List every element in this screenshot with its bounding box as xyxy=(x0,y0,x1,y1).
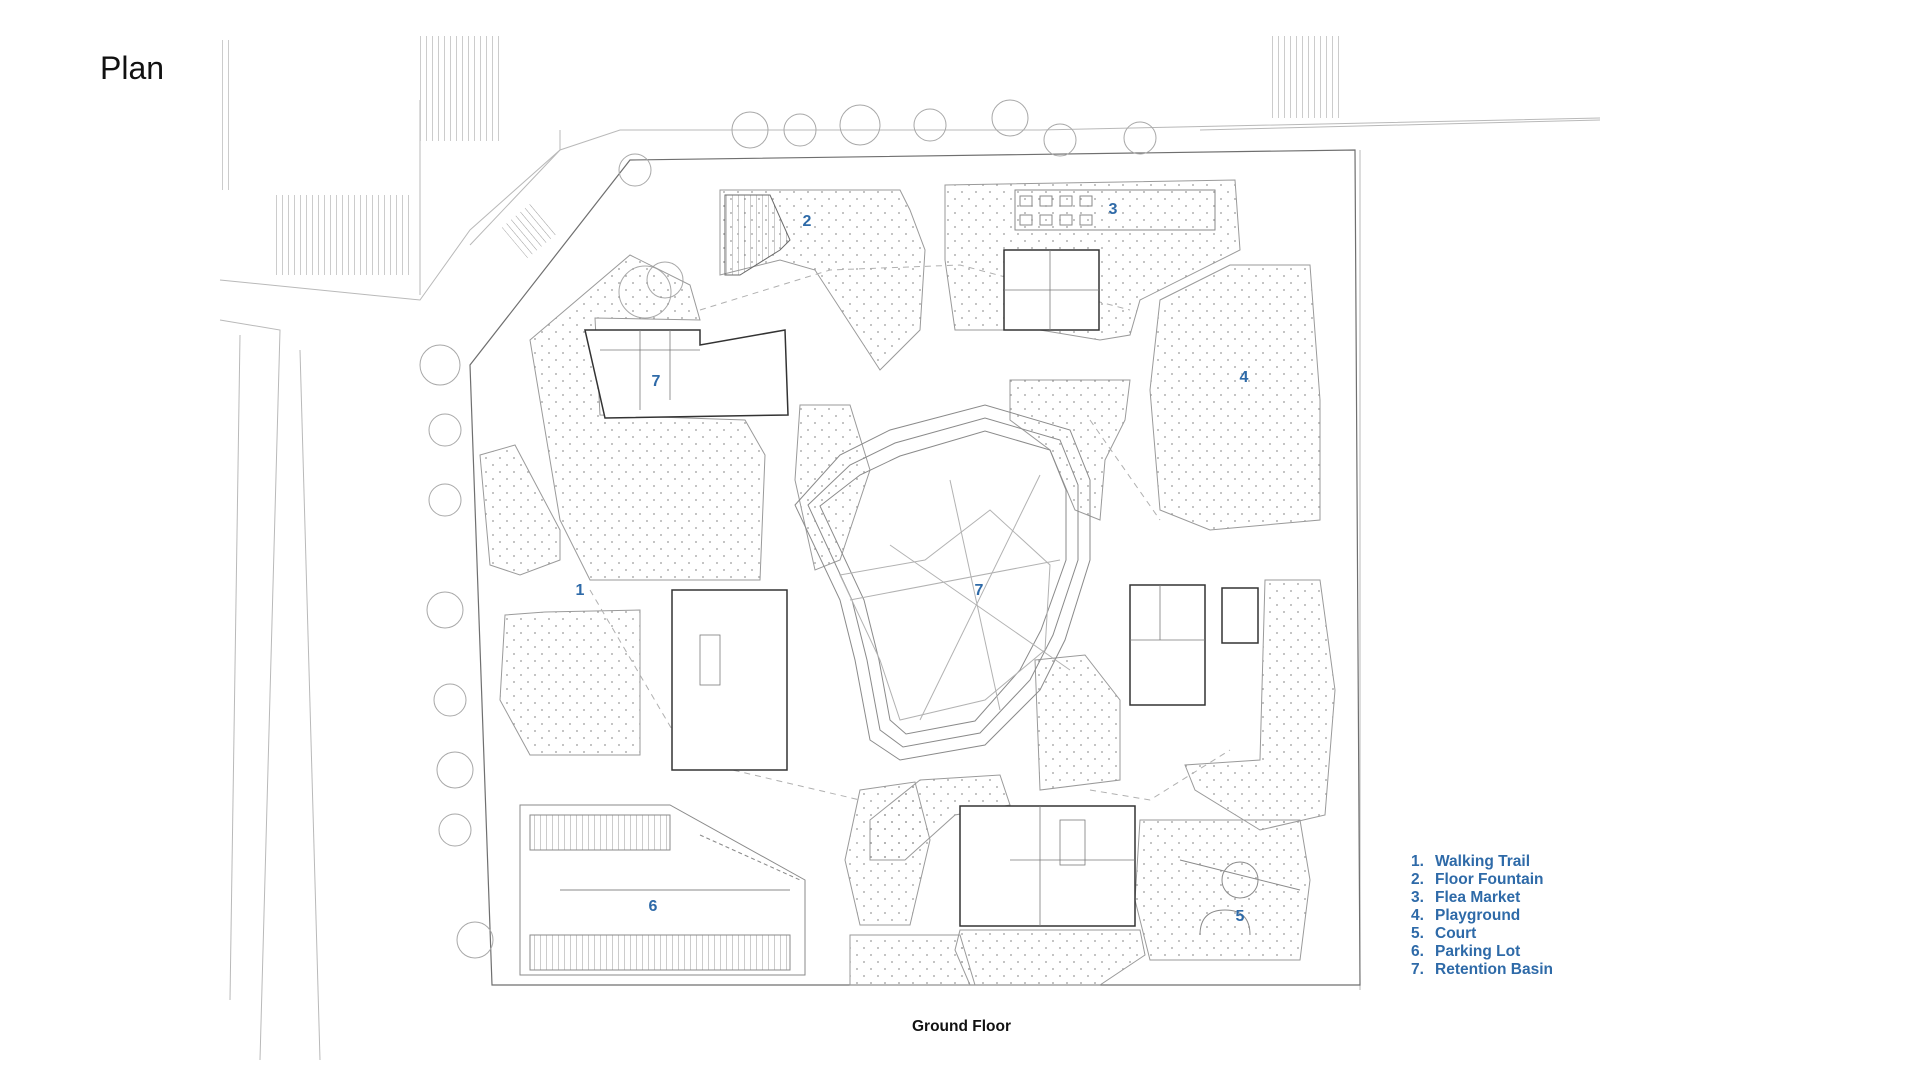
legend-label: Court xyxy=(1435,925,1477,942)
area-number-flea-market: 3 xyxy=(1109,201,1118,218)
area-number-retention-basin-center: 7 xyxy=(975,582,984,599)
context-parking xyxy=(220,36,1340,275)
building-west xyxy=(671,589,788,771)
legend-number: 6. xyxy=(1411,943,1424,960)
legend-item: 5. Court xyxy=(1411,925,1553,943)
area-number-parking-lot: 6 xyxy=(649,898,658,915)
legend-item: 7. Retention Basin xyxy=(1411,961,1553,979)
area-number-court: 5 xyxy=(1236,908,1245,925)
context-roads xyxy=(219,100,1601,1061)
area-number-retention-basin-building: 7 xyxy=(652,373,661,390)
legend-number: 1. xyxy=(1411,853,1424,870)
area-number-floor-fountain: 2 xyxy=(803,213,812,230)
legend-item: 2. Floor Fountain xyxy=(1411,871,1553,889)
legend-label: Flea Market xyxy=(1435,889,1521,906)
legend-label: Parking Lot xyxy=(1435,943,1521,960)
site-boundary xyxy=(469,149,1361,986)
legend-label: Walking Trail xyxy=(1435,853,1531,870)
building-northwest xyxy=(584,329,789,419)
flea-market-stalls xyxy=(1014,189,1216,231)
floor-fountain xyxy=(724,194,791,276)
legend-item: 3. Flea Market xyxy=(1411,889,1553,907)
legend-number: 3. xyxy=(1411,889,1424,906)
legend-label: Floor Fountain xyxy=(1435,871,1544,888)
area-number-playground: 4 xyxy=(1240,369,1249,386)
page-title: Plan xyxy=(100,50,165,86)
legend-item: 4. Playground xyxy=(1411,907,1553,925)
legend: 1. Walking Trail 2. Floor Fountain 3. Flea … xyxy=(1411,853,1553,979)
building-east-annex xyxy=(1221,587,1259,644)
legend-label: Retention Basin xyxy=(1435,961,1553,978)
legend-number: 4. xyxy=(1411,907,1424,924)
retention-basin xyxy=(794,404,1091,761)
legend-number: 7. xyxy=(1411,961,1424,978)
legend-item: 1. Walking Trail xyxy=(1411,853,1553,871)
legend-label: Playground xyxy=(1435,907,1521,924)
building-south xyxy=(959,805,1136,927)
landscape-zones xyxy=(479,179,1336,986)
legend-item: 6. Parking Lot xyxy=(1411,943,1553,961)
building-interiors xyxy=(600,250,1205,926)
parking-lot xyxy=(519,804,806,976)
court xyxy=(1179,859,1301,936)
area-number-walking-trail: 1 xyxy=(576,582,585,599)
building-east xyxy=(1129,584,1206,706)
legend-number: 2. xyxy=(1411,871,1424,888)
legend-number: 5. xyxy=(1411,925,1424,942)
drawing-caption: Ground Floor xyxy=(912,1018,1012,1035)
